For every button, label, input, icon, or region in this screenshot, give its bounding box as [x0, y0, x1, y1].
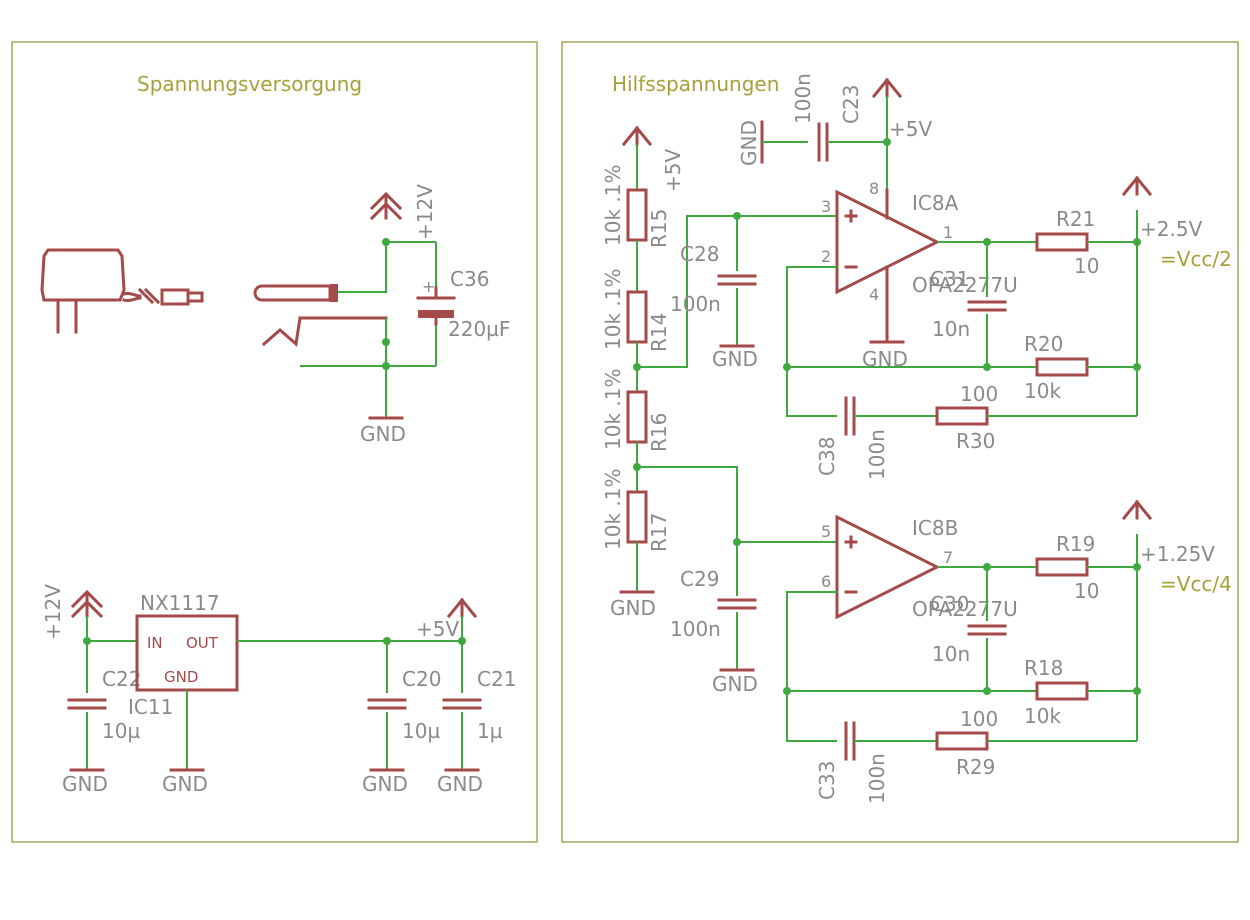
- ic8b-opamp: [835, 514, 941, 620]
- r14-value: 10k .1%: [601, 269, 625, 350]
- barrel-plug-icon: [253, 284, 338, 302]
- r20-value: 10k: [1024, 379, 1061, 403]
- r14-name: R14: [647, 313, 671, 352]
- c28-name: C28: [680, 242, 719, 266]
- c36-name: C36: [450, 267, 489, 291]
- r17-value: 10k .1%: [601, 469, 625, 550]
- v5-regulator-label: +5V: [416, 617, 459, 641]
- ic8a-pin2: 2: [821, 247, 831, 266]
- c30-name: C30: [930, 592, 969, 616]
- c36-value: 220µF: [448, 317, 510, 341]
- ic8b-pin7: 7: [943, 548, 953, 567]
- r20-name: R20: [1024, 332, 1063, 356]
- ic11-regulator: IN OUT GND: [135, 614, 239, 692]
- ic8b-type: OPA2277U: [912, 597, 1018, 621]
- c21-value: 1µ: [477, 719, 503, 743]
- c31-name: C31: [930, 267, 969, 291]
- v12-top-label: +12V: [413, 184, 437, 240]
- ic8a-name: IC8A: [912, 191, 959, 215]
- ic8a-type: OPA2277U: [912, 273, 1018, 297]
- c21-name: C21: [477, 667, 516, 691]
- v5-ic8-label: +5V: [889, 117, 932, 141]
- r21-value: 10: [1074, 254, 1099, 278]
- c23-name: C23: [839, 85, 863, 124]
- r15-value: 10k .1%: [601, 165, 625, 246]
- r30-name: R30: [956, 429, 995, 453]
- c30-value: 10n: [932, 642, 970, 666]
- c30-capacitor: [967, 624, 1007, 636]
- gnd-label: GND: [362, 772, 408, 796]
- gnd-label: GND: [162, 772, 208, 796]
- net-vcc-quarter: +1.25V: [1140, 542, 1215, 566]
- ic11-name: IC11: [128, 695, 173, 719]
- wall-adapter-icon: [40, 248, 204, 334]
- gnd-label: GND: [712, 347, 758, 371]
- gnd-label: GND: [712, 672, 758, 696]
- r17-name: R17: [647, 513, 671, 552]
- svg-text:IN: IN: [147, 634, 163, 652]
- r16-value: 10k .1%: [601, 369, 625, 450]
- ic8a-opamp: [835, 188, 941, 344]
- right-frame: [561, 41, 1239, 843]
- c20-name: C20: [402, 667, 441, 691]
- ic8b-name: IC8B: [912, 516, 958, 540]
- r30-value: 100: [960, 382, 998, 406]
- ic11-type: NX1117: [140, 591, 220, 615]
- ic8b-pin5: 5: [821, 522, 831, 541]
- gnd-label: GND: [437, 772, 483, 796]
- ic8a-pin1: 1: [943, 223, 953, 242]
- net-vcc-half-note: =Vcc/2: [1160, 247, 1232, 271]
- c20-value: 10µ: [402, 719, 440, 743]
- net-vcc-quarter-note: =Vcc/4: [1160, 572, 1232, 596]
- r19-name: R19: [1056, 532, 1095, 556]
- v12-regulator-label: +12V: [41, 584, 65, 640]
- r18-value: 10k: [1024, 704, 1061, 728]
- r19-value: 10: [1074, 579, 1099, 603]
- svg-text:GND: GND: [164, 668, 198, 686]
- gnd-c23-label: GND: [737, 120, 761, 166]
- c22-value: 10µ: [102, 719, 140, 743]
- ic8b-pin6: 6: [821, 572, 831, 591]
- left-section-title: Spannungsversorgung: [137, 72, 362, 96]
- c31-capacitor: [967, 300, 1007, 312]
- r29-name: R29: [956, 755, 995, 779]
- c23-value: 100n: [791, 73, 815, 124]
- c38-value: 100n: [865, 429, 889, 480]
- c28-value: 100n: [670, 292, 721, 316]
- gnd-label: GND: [360, 422, 406, 446]
- left-frame: [11, 41, 538, 843]
- c22-name: C22: [102, 667, 141, 691]
- ic8a-pin4: 4: [869, 285, 879, 304]
- c31-value: 10n: [932, 317, 970, 341]
- v5-divider-label: +5V: [661, 149, 685, 192]
- c33-name: C33: [815, 761, 839, 800]
- c29-value: 100n: [670, 617, 721, 641]
- c33-value: 100n: [865, 753, 889, 804]
- ic8a-pin8: 8: [869, 179, 879, 198]
- gnd-label: GND: [610, 596, 656, 620]
- c36-capacitor: +: [416, 277, 456, 326]
- ic8a-pin3: 3: [821, 197, 831, 216]
- r15-name: R15: [647, 209, 671, 248]
- r16-name: R16: [647, 413, 671, 452]
- svg-text:+: +: [422, 277, 435, 296]
- r29-value: 100: [960, 707, 998, 731]
- dc-jack-icon: [261, 316, 388, 347]
- c38-name: C38: [815, 437, 839, 476]
- gnd-label: GND: [62, 772, 108, 796]
- net-vcc-half: +2.5V: [1140, 217, 1203, 241]
- right-section-title: Hilfsspannungen: [612, 72, 779, 96]
- c29-name: C29: [680, 567, 719, 591]
- r18-name: R18: [1024, 656, 1063, 680]
- r21-name: R21: [1056, 207, 1095, 231]
- svg-text:OUT: OUT: [186, 634, 219, 652]
